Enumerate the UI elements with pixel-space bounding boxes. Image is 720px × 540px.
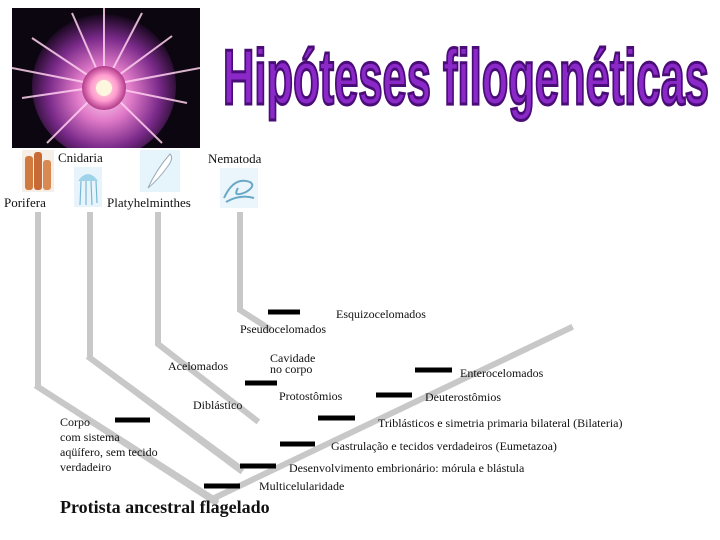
- anemone-photo: [12, 8, 200, 148]
- branch-platyhelminthes: [155, 212, 261, 425]
- title-text: Hipóteses filogenéticas: [223, 33, 709, 121]
- label-cavidade-line1: Cavidade: [270, 351, 316, 365]
- label-deuterostomios: Deuterostômios: [425, 390, 501, 404]
- label-ancestral: Protista ancestral flagelado: [60, 497, 270, 517]
- taxon-nematoda: Nematoda: [208, 151, 262, 166]
- label-enterocelomados: Enterocelomados: [460, 366, 544, 380]
- nematoda-image: [220, 168, 258, 208]
- label-cavidade-line2: no corpo: [270, 362, 313, 376]
- label-cavidade: Cavidade no corpo: [270, 351, 316, 376]
- branch-lower-left: [33, 382, 220, 505]
- label-corpo-line1: Corpo: [60, 415, 90, 429]
- platyhelminthes-image: [140, 150, 180, 192]
- page-title: Hipóteses filogenéticas: [218, 12, 714, 132]
- label-corpo: Corpo com sistema aqüífero, sem tecido v…: [60, 415, 158, 475]
- label-corpo-line2: com sistema: [60, 430, 120, 444]
- branch-mid: [85, 353, 245, 473]
- branch-right-clade: [205, 323, 575, 505]
- porifera-image: [22, 150, 54, 192]
- label-corpo-line4: verdadeiro: [60, 460, 112, 474]
- branch-nematoda: [237, 212, 273, 333]
- trait-markers: [115, 309, 452, 489]
- label-corpo-line3: aqüífero, sem tecido: [60, 445, 158, 459]
- label-esquizocelomados: Esquizocelomados: [336, 307, 426, 321]
- label-triblasticos: Triblásticos e simetria primaria bilater…: [378, 416, 623, 430]
- label-acelomados: Acelomados: [168, 359, 228, 373]
- taxon-cnidaria: Cnidaria: [58, 150, 103, 165]
- label-protostomios: Protostômios: [279, 389, 343, 403]
- tree-branches: [33, 212, 575, 507]
- label-diblastico: Diblástico: [193, 398, 243, 412]
- taxon-porifera: Porifera: [4, 195, 46, 210]
- label-desenvolvimento: Desenvolvimento embrionário: mórula e bl…: [289, 461, 525, 475]
- label-multicelularidade: Multicelularidade: [259, 479, 345, 493]
- label-pseudocelomados: Pseudocelomados: [240, 322, 326, 336]
- taxon-platyhelminthes: Platyhelminthes: [107, 195, 191, 210]
- cnidaria-image: [74, 167, 102, 207]
- label-gastrulacao: Gastrulação e tecidos verdadeiros (Eumet…: [331, 439, 557, 453]
